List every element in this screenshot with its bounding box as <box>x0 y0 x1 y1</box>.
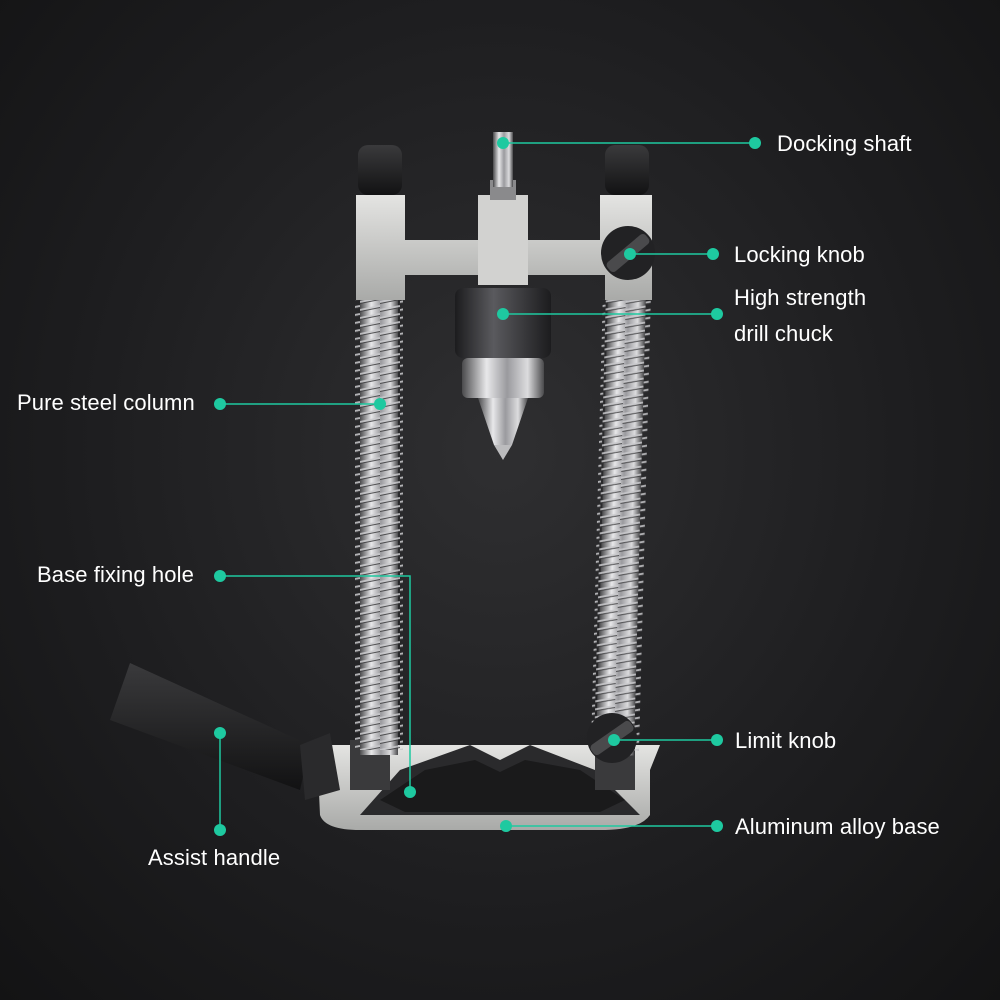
left-steel-column <box>355 295 403 755</box>
label-assist-handle: Assist handle <box>148 845 281 870</box>
label-aluminum-base: Aluminum alloy base <box>735 814 940 839</box>
label-drill-chuck-line1: High strength <box>734 285 867 310</box>
leader-base-fixing-hole <box>220 575 411 792</box>
label-drill-chuck-line2: drill chuck <box>734 321 833 346</box>
label-limit-knob: Limit knob <box>735 728 837 753</box>
assist-handle <box>110 663 340 800</box>
label-drill-chuck: High strength drill chuck <box>734 280 866 352</box>
label-steel-column: Pure steel column <box>17 390 195 415</box>
right-steel-column <box>590 294 651 756</box>
drill-chuck <box>455 288 551 460</box>
label-docking-shaft: Docking shaft <box>777 131 912 156</box>
leader-lines <box>219 142 755 830</box>
leader-dots <box>214 137 761 836</box>
top-bracket <box>356 180 652 300</box>
column-caps <box>358 145 649 195</box>
label-locking-knob: Locking knob <box>734 242 865 267</box>
label-base-fixing-hole: Base fixing hole <box>37 562 194 587</box>
